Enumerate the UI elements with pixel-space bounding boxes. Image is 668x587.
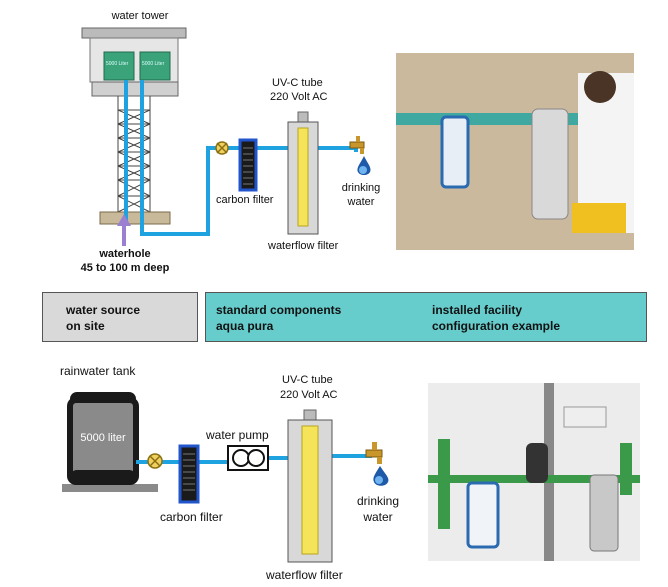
legend-components [205,292,647,342]
tower-tank-right-label: 5000 Liter [142,61,165,67]
bottom-carbon-filter-label: carbon filter [160,510,223,524]
rain-tank-label: rainwater tank [60,364,136,378]
top-installation-photo [396,53,634,250]
top-carbon-filter-label: carbon filter [216,194,274,206]
bottom-drinking-label: drinking [356,494,400,508]
top-uv-tube [287,111,319,235]
tower-pipes [124,80,226,236]
bottom-pipeline [136,454,372,464]
top-pipeline [226,146,358,152]
bottom-uv-tube [287,409,333,563]
water-pump-label: water pump [206,428,269,442]
bottom-droplet-icon [373,466,389,486]
tower-tank-right [139,51,171,81]
top-uv-voltage-label: 220 Volt AC [270,91,328,103]
waterhole-arrow [117,214,131,246]
bottom-waterflow-label: waterflow filter [266,568,343,582]
bottom-uv-label: UV-C tube [282,374,333,386]
bottom-valve-icon [147,453,163,469]
rain-tank-capacity-label: 5000 liter [80,432,126,444]
water-pump-icon [227,445,269,471]
tower-tank-left-label: 5000 Liter [106,61,129,67]
waterhole-depth-label: 45 to 100 m deep [80,262,170,274]
legend-source-line-2: on site [66,319,105,333]
top-drinking-label: drinking [341,182,381,194]
legend-installed-line-1: installed facility [432,303,523,317]
top-tap-icon [349,136,365,154]
top-droplet-icon [357,156,371,175]
bottom-installation-photo [428,383,640,561]
tower-label: water tower [111,10,169,22]
legend-water-source [42,292,198,342]
legend-standard-line-2: aqua pura [216,319,274,333]
water-tower [81,27,187,225]
legend-installed-line-2: configuration example [432,319,561,333]
top-valve-icon [215,141,229,155]
legend-source-line-1: water source [66,303,141,317]
bottom-drinking-label-2: water [363,510,393,524]
rain-tank [62,392,158,492]
bottom-carbon-filter [178,444,200,504]
top-carbon-filter [238,138,258,192]
waterhole-label: waterhole [99,248,151,260]
bottom-uv-voltage-label: 220 Volt AC [280,389,338,401]
ground-slab [99,211,171,225]
top-uv-label: UV-C tube [272,77,323,89]
top-waterflow-label: waterflow filter [268,240,339,252]
top-drinking-label-2: water [347,196,375,208]
legend-standard-line-1: standard components [216,303,342,317]
bottom-tap-icon [365,442,383,464]
tower-tank-left [103,51,135,81]
